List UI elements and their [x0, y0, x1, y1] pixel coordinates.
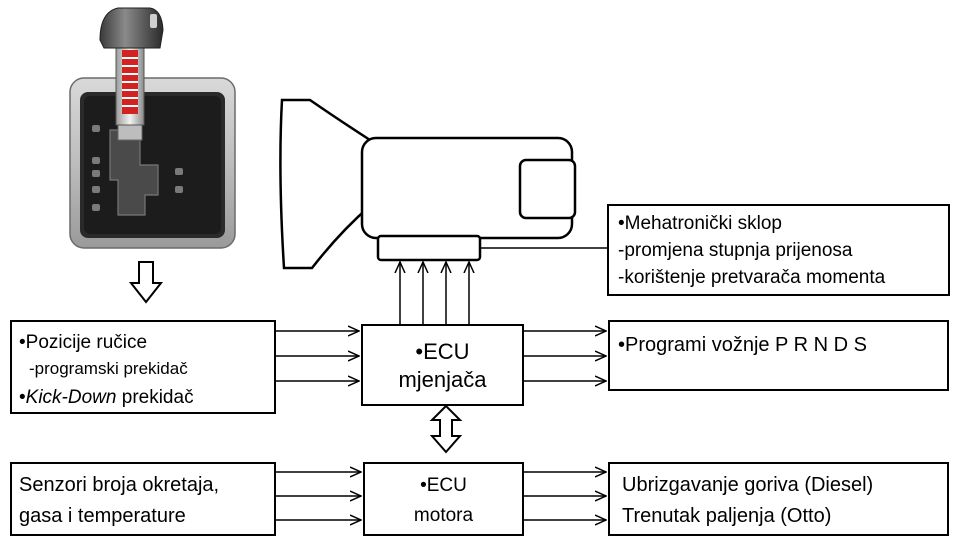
inputs-to-ecu-arrows: [276, 331, 359, 381]
ecu-to-programs-arrows: [524, 331, 606, 381]
bidirectional-arrow: [429, 404, 463, 454]
sensors-box: Senzori broja okretaja, gasa i temperatu…: [10, 462, 276, 536]
sensors-line-2: gasa i temperature: [19, 505, 186, 527]
mechatronic-line-2: -promjena stupnja prijenosa: [618, 240, 853, 261]
gear-position-indicators-right: [175, 168, 183, 193]
ecu-gearbox-line-2: mjenjača: [398, 367, 487, 392]
inputs-line-1: •Pozicije ručice: [19, 332, 148, 353]
inputs-line-3: •Kick-Down prekidač: [19, 388, 194, 407]
engine-outputs-box: Ubrizgavanje goriva (Diesel) Trenutak pa…: [608, 462, 949, 536]
engine-outputs-line-1: Ubrizgavanje goriva (Diesel): [622, 474, 874, 496]
gear-position-indicators-left: [92, 125, 100, 211]
gear-inputs-box: •Pozicije ručice -programski prekidač •K…: [10, 320, 276, 414]
kick-down-label: Kick-Down: [25, 387, 117, 408]
ecu-gearbox-line-1: •ECU: [415, 339, 470, 364]
sensors-to-ecu-arrows: [276, 472, 361, 520]
ecu-to-engine-outputs-arrows: [524, 472, 606, 520]
sensors-line-1: Senzori broja okretaja,: [19, 474, 220, 496]
driving-programs-text: •Programi vožnje P R N D S: [618, 334, 867, 356]
hollow-down-arrow: [128, 261, 164, 304]
driving-programs-box: •Programi vožnje P R N D S: [608, 320, 949, 391]
mechatronic-line-1: •Mehatronički sklop: [618, 213, 782, 234]
gear-lever-image: [69, 7, 236, 249]
inputs-line-3-rest: prekidač: [116, 387, 194, 408]
ecu-engine-line-1: •ECU: [420, 475, 467, 496]
ecu-engine-box: •ECU motora: [363, 462, 524, 536]
inputs-line-3-bullet: •: [19, 387, 26, 408]
transmission-drawing: [279, 98, 577, 270]
mechatronic-box: •Mehatronički sklop -promjena stupnja pr…: [607, 204, 950, 296]
engine-outputs-line-2: Trenutak paljenja (Otto): [622, 505, 832, 527]
mechatronic-line-3: -korištenje pretvarača momenta: [618, 267, 886, 288]
ecu-engine-line-2: motora: [413, 505, 474, 526]
inputs-line-2: -programski prekidač: [29, 359, 188, 378]
ecu-gearbox-box: •ECU mjenjača: [361, 324, 524, 406]
ecu-to-mechatronic-arrows: [400, 262, 469, 324]
